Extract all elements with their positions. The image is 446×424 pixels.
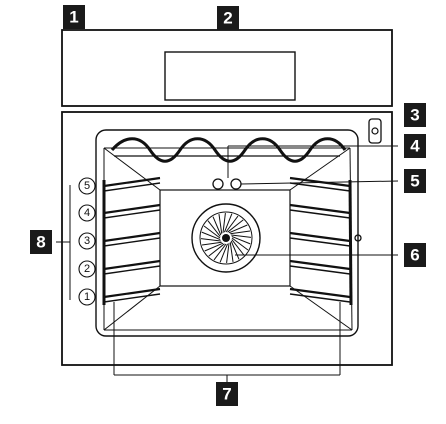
right-rail <box>289 265 351 275</box>
shelf-level-4: 4 <box>78 204 96 222</box>
shelf-levels: 5 4 3 2 1 <box>78 177 96 306</box>
callout-2: 2 <box>217 6 239 30</box>
callout-1: 1 <box>63 5 85 29</box>
callout-7-label: 7 <box>222 385 231 404</box>
shelf-level-label: 5 <box>84 180 90 192</box>
leader-lines <box>113 145 399 382</box>
shelf-level-label: 1 <box>84 291 90 303</box>
right-shelf-supports <box>289 176 353 306</box>
left-rail <box>103 237 161 247</box>
left-rail <box>103 231 161 243</box>
callout-3: 3 <box>404 103 426 127</box>
left-rail <box>103 176 161 188</box>
callout-2-label: 2 <box>223 9 232 28</box>
shelf-level-5: 5 <box>78 177 96 195</box>
door-catch <box>354 234 362 242</box>
right-rail <box>289 237 351 247</box>
left-rail <box>103 265 161 275</box>
callout-6-label: 6 <box>410 246 419 265</box>
left-rail <box>103 209 161 219</box>
shelf-level-label: 3 <box>84 235 90 247</box>
right-rail <box>289 231 351 243</box>
left-shelf-supports <box>102 176 161 305</box>
callout-5: 5 <box>404 169 426 193</box>
lamp <box>368 118 382 144</box>
callout-3-label: 3 <box>410 106 419 125</box>
shelf-level-1: 1 <box>78 288 96 306</box>
right-rail <box>289 182 351 192</box>
shelf-level-label: 4 <box>84 207 90 219</box>
shelf-level-2: 2 <box>78 260 96 278</box>
roof-lamps <box>212 178 242 190</box>
left-rail <box>103 203 161 215</box>
callout-8: 8 <box>30 230 52 254</box>
display-window <box>164 51 296 101</box>
left-rail <box>103 259 161 271</box>
heating-element <box>110 137 347 163</box>
right-rail <box>289 293 351 303</box>
right-rail <box>289 287 351 299</box>
callout-7: 7 <box>216 382 238 406</box>
right-rail <box>289 203 351 215</box>
left-rail <box>103 293 161 303</box>
right-rail <box>289 259 351 271</box>
right-rail <box>289 209 351 219</box>
callout-6: 6 <box>404 243 426 267</box>
left-rail <box>103 287 161 299</box>
callout-4-label: 4 <box>410 137 420 156</box>
callout-5-label: 5 <box>410 172 419 191</box>
callout-4: 4 <box>404 134 426 158</box>
left-rail <box>103 182 161 192</box>
oven-body <box>61 111 393 366</box>
shelf-level-3: 3 <box>78 232 96 250</box>
shelf-level-label: 2 <box>84 263 90 275</box>
callout-1-label: 1 <box>69 8 78 27</box>
callout-8-label: 8 <box>36 233 45 252</box>
fan <box>191 203 261 273</box>
control-panel <box>61 29 393 107</box>
